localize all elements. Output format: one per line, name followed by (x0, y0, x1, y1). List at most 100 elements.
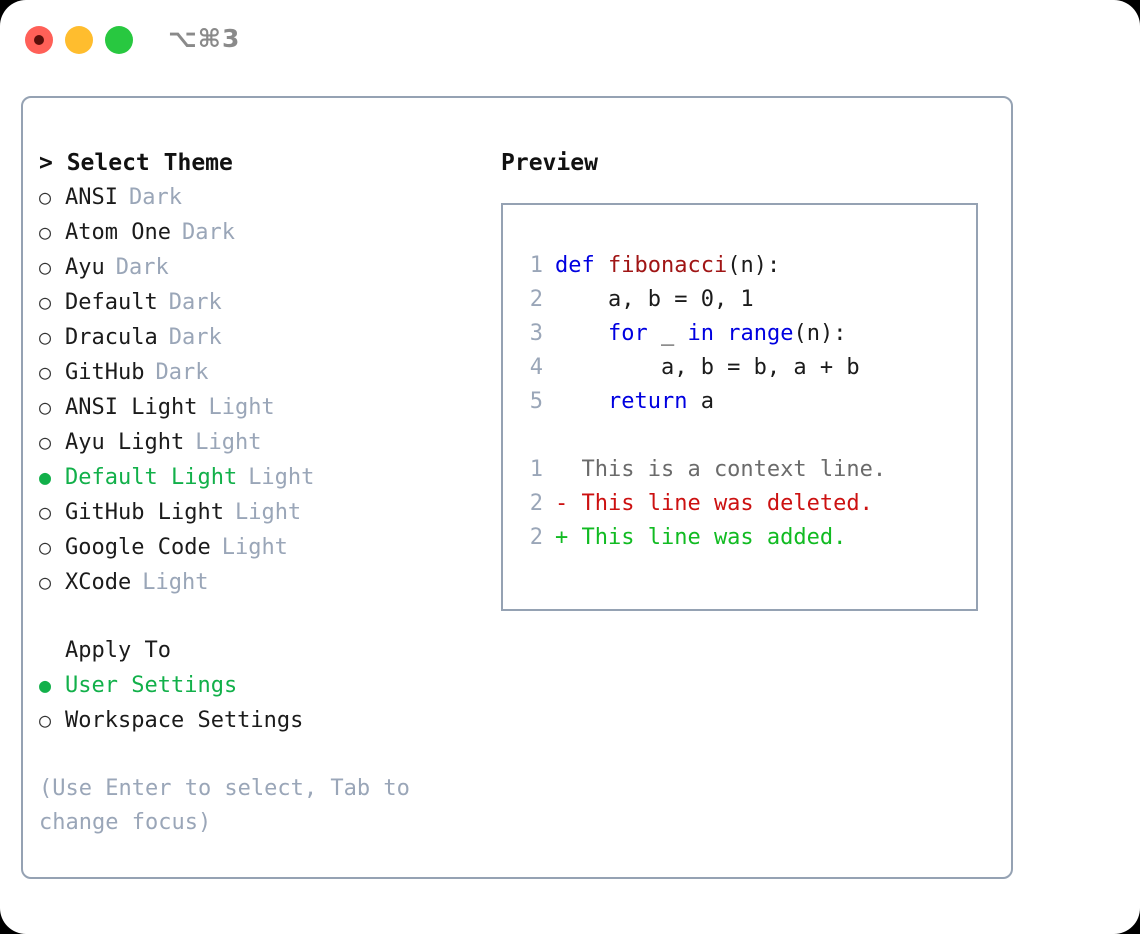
apply-to-option[interactable]: ○ Workspace Settings (39, 703, 489, 738)
code-line: 5 return a (517, 385, 970, 419)
minimize-window-button[interactable] (65, 26, 93, 54)
code-line: 3 for _ in range(n): (517, 317, 970, 351)
theme-option-label: GitHub (65, 360, 145, 385)
diff-block: 1 This is a context line. 2 - This line wa… (517, 453, 970, 555)
theme-option-label: Default Light (65, 465, 238, 490)
code-token (555, 385, 608, 419)
theme-option-label: ANSI (65, 185, 118, 210)
radio-selected-icon[interactable]: ● (39, 465, 52, 489)
line-number: 2 (529, 491, 543, 516)
close-window-button[interactable] (25, 26, 53, 54)
theme-option-label: GitHub Light (65, 500, 224, 525)
theme-option[interactable]: ○ Ayu Dark (39, 250, 489, 285)
theme-option-label: Dracula (65, 325, 158, 350)
keyboard-hint: (Use Enter to select, Tab to change focu… (39, 776, 410, 835)
theme-option[interactable]: ○ GitHub Light Light (39, 495, 489, 530)
code-token: (n): (793, 321, 847, 346)
theme-option-label: ANSI Light (65, 395, 198, 420)
code-token (555, 317, 608, 351)
diff-line: 2 - This line was deleted. (517, 487, 970, 521)
theme-option-tag: Light (208, 395, 275, 420)
radio-selected-icon[interactable]: ● (39, 673, 52, 697)
theme-option-tag: Light (234, 500, 302, 525)
code-token: a (687, 389, 714, 414)
diff-line: 1 This is a context line. (517, 453, 970, 487)
diff-line-text: - This line was deleted. (555, 491, 873, 516)
line-number: 5 (529, 389, 543, 414)
apply-to-header: Apply To (65, 638, 171, 663)
code-blank-line (517, 419, 970, 453)
preview-header: Preview (501, 150, 598, 176)
theme-option-tag: Dark (168, 325, 222, 350)
radio-unselected-icon[interactable]: ○ (39, 360, 52, 384)
theme-option[interactable]: ○ Google Code Light (39, 530, 489, 565)
radio-unselected-icon[interactable]: ○ (39, 535, 52, 559)
theme-option-tag: Dark (168, 290, 222, 315)
section-spacer (39, 600, 489, 634)
radio-unselected-icon[interactable]: ○ (39, 185, 52, 209)
window-title: ⌥⌘3 (168, 24, 241, 53)
diff-line: 2 + This line was added. (517, 521, 970, 555)
code-token: _ (647, 321, 688, 346)
theme-option-tag: Light (248, 465, 315, 490)
theme-option-label: Default (65, 290, 158, 315)
line-number: 3 (529, 321, 543, 346)
radio-unselected-icon[interactable]: ○ (39, 255, 52, 279)
theme-option-tag: Dark (155, 360, 209, 385)
code-line: 4 a, b = b, a + b (517, 351, 970, 385)
code-token: a, b = 0, 1 (555, 287, 754, 312)
code-token: def (555, 253, 608, 278)
radio-unselected-icon[interactable]: ○ (39, 570, 52, 594)
line-number: 2 (529, 525, 543, 550)
select-theme-header: > Select Theme (39, 150, 233, 176)
line-number: 2 (529, 287, 543, 312)
code-token: range (727, 321, 794, 346)
radio-unselected-icon[interactable]: ○ (39, 220, 52, 244)
theme-option[interactable]: ○ GitHub Dark (39, 355, 489, 390)
diff-line-text: + This line was added. (555, 525, 847, 550)
code-token: for (607, 321, 648, 346)
theme-option-label: Atom One (65, 220, 171, 245)
apply-to-list: ● User Settings ○ Workspace Settings (39, 668, 489, 738)
theme-option[interactable]: ○ ANSI Dark (39, 180, 489, 215)
diff-line-text: This is a context line. (555, 457, 887, 482)
radio-unselected-icon[interactable]: ○ (39, 500, 52, 524)
theme-option[interactable]: ○ Dracula Dark (39, 320, 489, 355)
code-token (714, 317, 727, 351)
theme-option[interactable]: ● Default Light Light (39, 460, 489, 495)
radio-unselected-icon[interactable]: ○ (39, 325, 52, 349)
line-number: 4 (529, 355, 543, 380)
radio-unselected-icon[interactable]: ○ (39, 290, 52, 314)
radio-unselected-icon[interactable]: ○ (39, 708, 52, 732)
apply-to-option-label: User Settings (65, 673, 238, 698)
theme-option-tag: Light (221, 535, 288, 560)
theme-option-label: Google Code (65, 535, 211, 560)
theme-option[interactable]: ○ ANSI Light Light (39, 390, 489, 425)
theme-option[interactable]: ○ Default Dark (39, 285, 489, 320)
theme-option-tag: Dark (128, 185, 182, 210)
theme-option-label: Ayu (65, 255, 105, 280)
code-token: a, b = b, a + b (555, 355, 860, 380)
code-token: (n): (727, 253, 781, 278)
maximize-window-button[interactable] (105, 26, 133, 54)
radio-unselected-icon[interactable]: ○ (39, 395, 52, 419)
code-line: 2 a, b = 0, 1 (517, 283, 970, 317)
theme-option-label: XCode (65, 570, 132, 595)
code-token: in (687, 321, 714, 346)
radio-unselected-icon[interactable]: ○ (39, 430, 52, 454)
theme-option-tag: Dark (115, 255, 169, 280)
apply-to-option-label: Workspace Settings (65, 708, 304, 733)
line-number: 1 (529, 457, 543, 482)
apply-to-option[interactable]: ● User Settings (39, 668, 489, 703)
